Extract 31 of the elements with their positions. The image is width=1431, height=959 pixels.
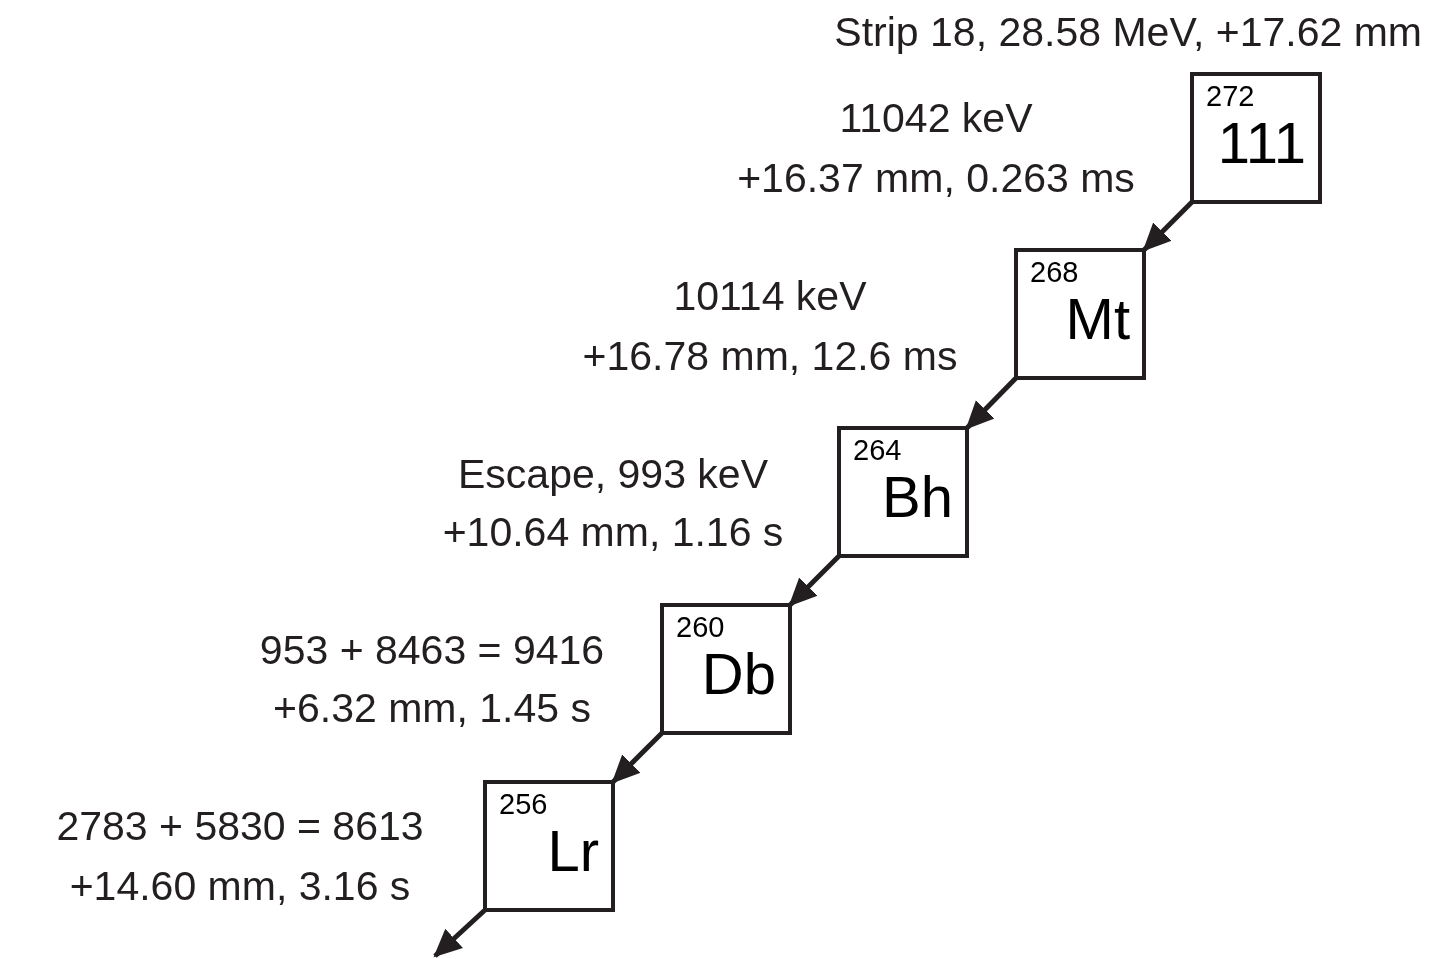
decay-annotation: +14.60 mm, 3.16 s [69, 862, 411, 910]
decay-annotation: Escape, 993 keV [458, 450, 768, 498]
nuclide-box [1190, 72, 1322, 204]
decay-annotation: +16.37 mm, 0.263 ms [737, 154, 1135, 202]
arrow [1142, 200, 1194, 252]
nuclide-box [837, 426, 969, 558]
decay-annotation: 10114 keV [673, 272, 867, 320]
decay-annotation: 953 + 8463 = 9416 [259, 626, 605, 674]
nuclide-box [483, 780, 615, 912]
decay-annotation: 2783 + 5830 = 8613 [56, 802, 424, 850]
decay-annotation: +6.32 mm, 1.45 s [273, 684, 591, 732]
element-symbol: Db [701, 641, 776, 707]
nuclide-box [1014, 248, 1146, 380]
mass-number: 268 [1030, 256, 1079, 288]
decay-annotation: +10.64 mm, 1.16 s [442, 508, 784, 556]
arrow [611, 731, 664, 784]
arrow [788, 554, 841, 607]
element-symbol: Lr [547, 818, 599, 884]
arrow [433, 908, 487, 958]
decay-annotation: 11042 keV [839, 94, 1033, 142]
mass-number: 264 [853, 434, 902, 466]
element-symbol: Bh [882, 464, 953, 530]
mass-number: 256 [499, 788, 548, 820]
element-symbol: 111 [1217, 110, 1306, 176]
nuclide-box [660, 603, 792, 735]
decay-annotation: Strip 18, 28.58 MeV, +17.62 mm [834, 8, 1422, 56]
element-symbol: Mt [1065, 286, 1130, 352]
arrow [965, 376, 1018, 430]
mass-number: 272 [1206, 80, 1255, 112]
decay-annotation: +16.78 mm, 12.6 ms [582, 332, 958, 380]
mass-number: 260 [676, 611, 725, 643]
